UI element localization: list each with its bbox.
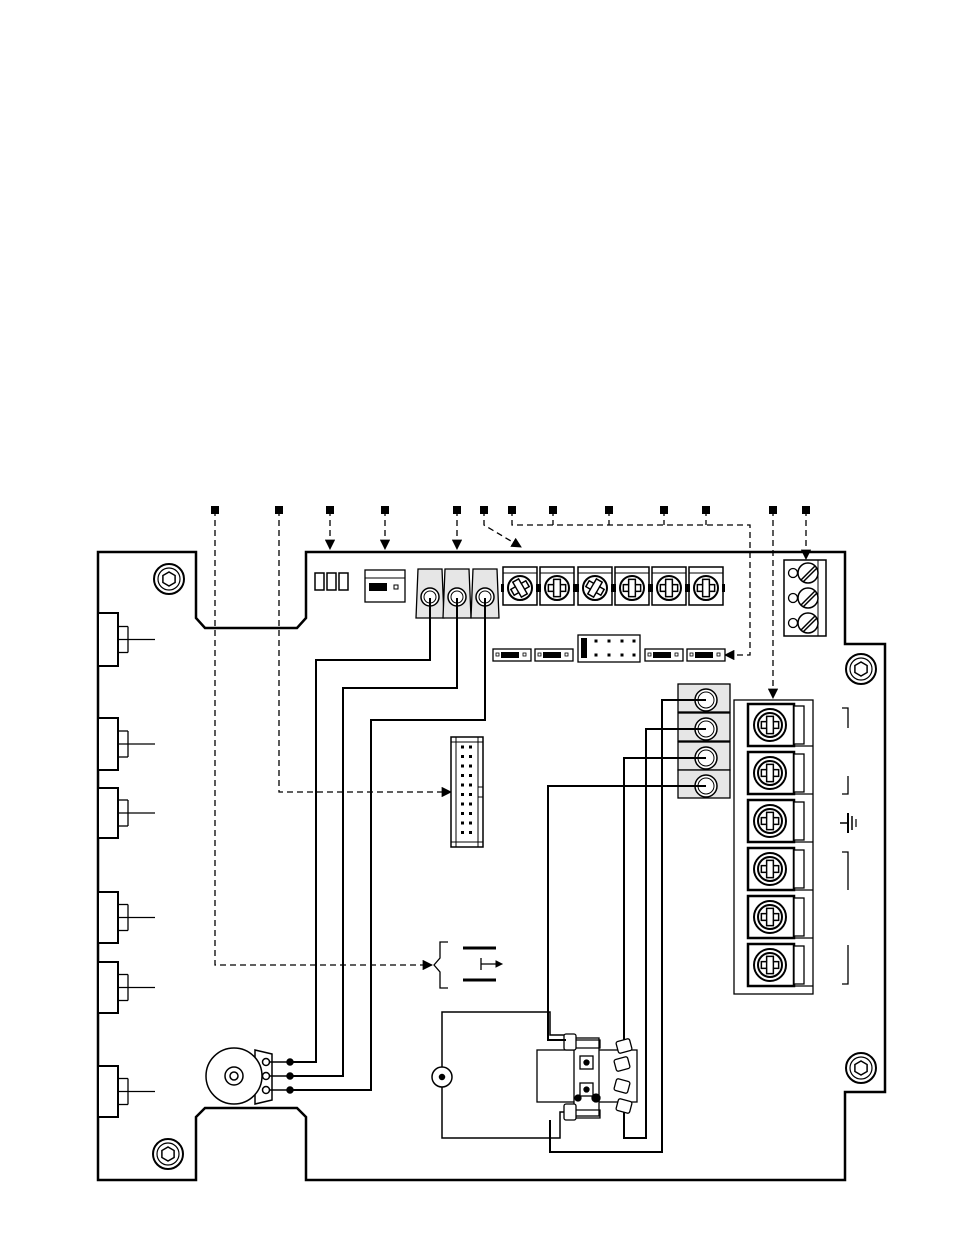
side-connector (98, 1066, 155, 1117)
header-pin (469, 784, 472, 787)
leader-6 (484, 510, 521, 547)
switch-symbol-icon (434, 942, 502, 988)
terminal-hole (789, 569, 798, 578)
callout-markers (211, 506, 810, 514)
header-pin (461, 765, 464, 768)
trim-potentiometer (576, 567, 614, 605)
ring-terminal (678, 713, 730, 741)
header-pin (469, 755, 472, 758)
terminal-brackets (842, 708, 848, 984)
terminal-block-large[interactable] (734, 700, 813, 994)
trim-potentiometer (650, 567, 688, 605)
trim-potentiometer (501, 567, 539, 605)
potentiometer[interactable] (206, 1048, 293, 1104)
header-pin (461, 831, 464, 834)
side-connector (98, 892, 155, 943)
header-pin (461, 784, 464, 787)
ring-terminal (678, 770, 730, 798)
wiring (290, 598, 706, 1152)
trim-potentiometer (613, 567, 651, 605)
ribbon-header (451, 737, 483, 847)
header-pin (469, 793, 472, 796)
relay-assembly (537, 1034, 637, 1120)
dip-switch-position (339, 573, 348, 590)
header-pin (461, 812, 464, 815)
trim-potentiometer (687, 567, 725, 605)
terminal-position (748, 800, 813, 842)
header-pin (469, 765, 472, 768)
dip-switch[interactable] (315, 573, 348, 590)
header-pin (461, 746, 464, 749)
terminal-position (748, 896, 813, 938)
header-pin (461, 793, 464, 796)
terminal-position (748, 944, 813, 986)
side-connector (98, 788, 155, 838)
header-pin (461, 803, 464, 806)
trim-potentiometer (538, 567, 576, 605)
trim-potentiometers[interactable] (501, 567, 725, 605)
jumper (645, 649, 683, 661)
ring-terminals-right (678, 684, 730, 798)
jumper-row[interactable] (493, 635, 725, 662)
dip-switch-position (315, 573, 324, 590)
terminal-position (748, 848, 813, 890)
dip-switch-position (327, 573, 336, 590)
header-pin (461, 755, 464, 758)
jumper (493, 649, 531, 661)
header-pin (461, 774, 464, 777)
side-connector (98, 718, 155, 770)
jumper-top[interactable] (365, 570, 405, 602)
terminal-screw (798, 588, 818, 608)
header-pin (469, 803, 472, 806)
jumper (687, 649, 725, 661)
side-connectors (98, 613, 155, 1117)
side-connector (98, 962, 155, 1013)
terminal-hole (789, 619, 798, 628)
jumper (535, 649, 573, 661)
side-connector (98, 613, 155, 666)
header-pin (469, 774, 472, 777)
header-pin (469, 746, 472, 749)
terminal-screw (798, 563, 818, 583)
ground-symbol-icon (840, 813, 856, 833)
terminal-block-small[interactable] (784, 560, 826, 636)
header-pin (469, 822, 472, 825)
terminal-screw (798, 613, 818, 633)
terminal-position (748, 704, 813, 746)
header-pin (469, 812, 472, 815)
ring-terminal (678, 684, 730, 712)
header-pin (469, 831, 472, 834)
header-pin (461, 822, 464, 825)
terminal-position (748, 752, 813, 794)
ring-terminal (678, 742, 730, 770)
pin-header (578, 635, 640, 662)
terminal-hole (789, 594, 798, 603)
